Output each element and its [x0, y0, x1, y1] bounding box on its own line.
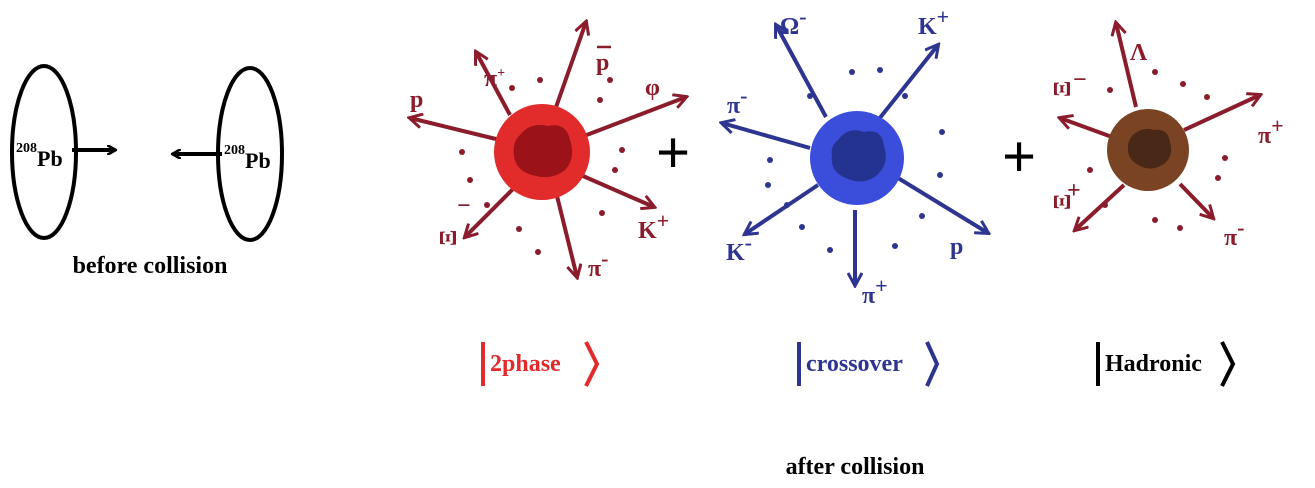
label-xi-minus-hadronic: Ξ: [1050, 81, 1076, 97]
ket-2phase-angle: [584, 341, 600, 387]
nucleus-right-symbol: Pb: [245, 148, 271, 173]
crossover-dots: [765, 67, 945, 253]
nucleus-left-symbol: Pb: [37, 146, 63, 171]
arrow-piplus: [476, 52, 512, 116]
arrow-kminus: [745, 183, 820, 234]
plus-operator-2: +: [1002, 124, 1036, 189]
label-xi-plus: Ξ: [1050, 194, 1076, 210]
label-p: p: [410, 87, 423, 113]
ket-crossover-label: crossover: [806, 351, 903, 377]
label-kminus: K-: [726, 230, 752, 266]
hadronic-dots: [1087, 69, 1228, 231]
arrow-kplus-blue: [877, 45, 938, 121]
label-lambda: Λ: [1130, 40, 1148, 66]
fireball-2phase-core: [513, 125, 573, 178]
arrow-pbar: [553, 22, 586, 111]
fireball-crossover-core: [831, 130, 886, 182]
label-pbar: p: [596, 50, 609, 76]
label-xi-minus-hadronic-sign: −: [1073, 67, 1087, 93]
arrow-omega: [776, 25, 828, 118]
label-xi-plus-sign: +: [1067, 178, 1081, 204]
before-caption: before collision: [73, 253, 228, 279]
label-piplus-hadronic: π+: [1258, 113, 1284, 149]
label-kplus-blue: K+: [918, 4, 949, 40]
label-omega: Ω-: [780, 4, 807, 40]
fireball-hadronic-core: [1127, 128, 1172, 169]
arrow-phi: [583, 97, 686, 138]
label-p-blue: p: [950, 234, 963, 260]
before-collision-group: 208 Pb 208 Pb before collision: [10, 64, 284, 279]
hadronic-state-group: Λ Ξ − π+ Ξ + π- Hadronic: [1050, 23, 1284, 387]
arrow-piplus-hadronic: [1183, 95, 1260, 132]
arrow-xi-minus: [465, 186, 516, 237]
arrow-kplus: [582, 174, 654, 207]
label-piminus-blue: π-: [727, 83, 747, 119]
twophase-dots: [459, 77, 625, 255]
ket-2phase-label: 2phase: [490, 351, 561, 377]
arrow-xi-minus-hadronic: [1060, 118, 1113, 139]
label-piplus: π+: [484, 66, 505, 92]
ket-hadronic-angle: [1220, 341, 1236, 387]
arrow-piminus-hadronic: [1178, 182, 1213, 218]
label-piminus-hadronic: π-: [1224, 215, 1244, 251]
arrow-lambda: [1116, 23, 1138, 108]
label-piplus-blue: π+: [862, 273, 888, 309]
plus-operator-1: +: [656, 120, 690, 185]
label-xi-minus-sign: −: [457, 193, 471, 219]
label-phi: φ: [645, 75, 660, 101]
nucleus-left-mass: 208: [16, 141, 37, 156]
after-caption: after collision: [786, 454, 925, 480]
arrow-xi-plus: [1075, 183, 1126, 230]
arrow-piminus: [555, 195, 577, 277]
label-xi-minus: Ξ: [436, 230, 462, 246]
label-kplus: K+: [638, 208, 669, 244]
nucleus-right-mass: 208: [224, 143, 245, 158]
arrow-p-blue: [896, 176, 988, 233]
ket-crossover-angle: [925, 341, 940, 387]
ket-hadronic-label: Hadronic: [1105, 351, 1202, 377]
arrow-piminus-blue: [722, 123, 811, 150]
label-piminus: π-: [588, 246, 608, 282]
twophase-state-group: p π+ p φ Ξ − K+ π- 2phase: [410, 22, 686, 387]
arrow-p: [410, 118, 501, 142]
crossover-state-group: Ω- K+ π- K- p π+ crossover: [722, 4, 988, 387]
